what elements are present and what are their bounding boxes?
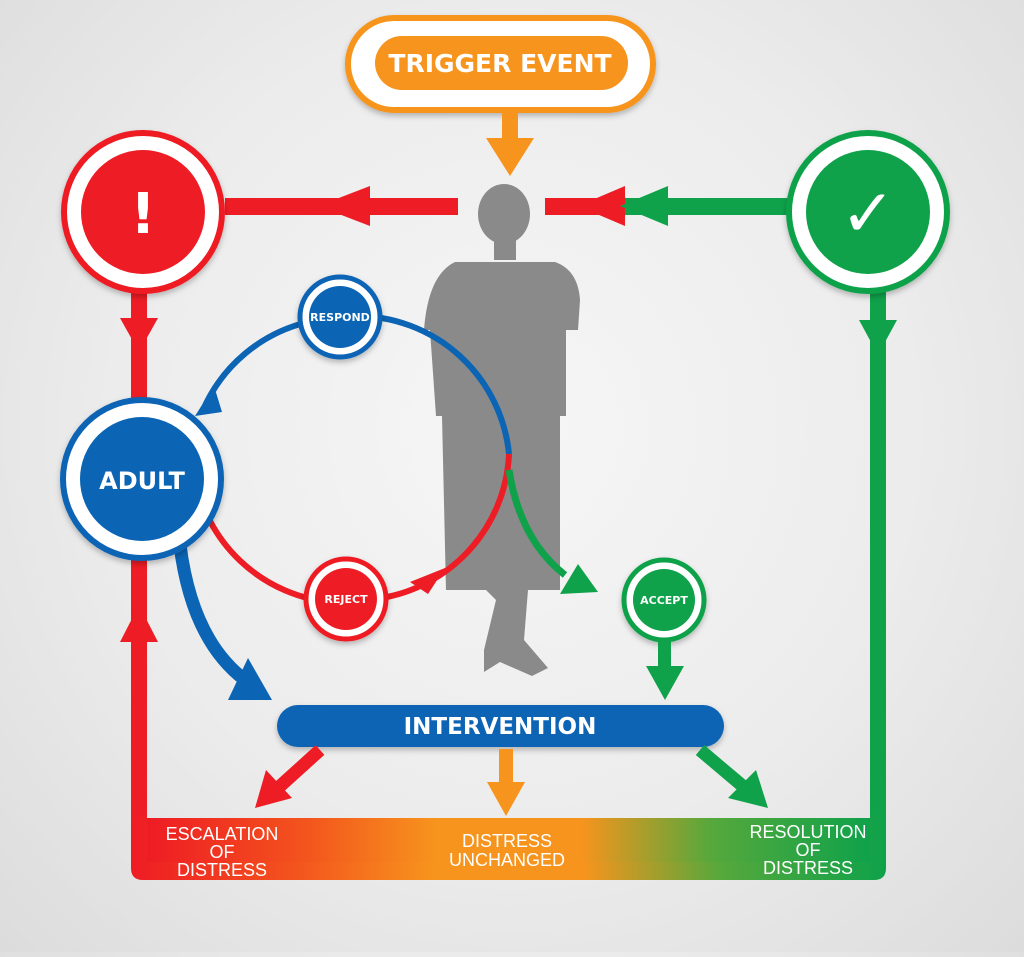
intervention-label: INTERVENTION [404,714,597,740]
reject-node: REJECT [303,556,389,642]
outcome-bar-frame [131,815,886,880]
resolution-arrowhead [728,770,768,808]
person-body [424,262,580,676]
person-head [478,184,530,244]
exclamation-icon: ! [130,182,156,247]
reject-node-core [315,568,377,630]
green-down-line [870,285,886,825]
resolution-label-line-3: DISTRESS [763,858,853,878]
escalation-label-line-3: DISTRESS [177,860,267,880]
accept-arrow-shaft [658,640,671,668]
unchanged-arrowhead [487,782,525,816]
success-node-core [806,150,930,274]
escalation-label-line-2: OF [210,842,235,862]
respond-node: RESPOND [297,274,383,360]
ring-arrowhead-to-reject [410,568,445,594]
escalation-arrowhead [255,770,292,808]
trigger-event: TRIGGER EVENT [345,15,656,176]
trigger-event-label: TRIGGER EVENT [388,49,611,78]
unchanged-arrow-shaft [499,749,513,784]
respond-node-core [309,286,371,348]
outcome-bar: ESCALATION OF DISTRESS DISTRESS UNCHANGE… [131,815,886,880]
trigger-arrow-shaft [502,110,518,140]
ring-segment-respond-right [356,313,512,455]
red-left-arrowhead [318,186,370,226]
person-silhouette [424,184,580,676]
respond-node-label: RESPOND [310,311,370,324]
red-feedback-loop [120,186,625,825]
warning-node-core [81,150,205,274]
ring-segment-reject-right [386,453,512,600]
success-node: ✓ [786,130,950,294]
unchanged-label-line-2: UNCHANGED [449,850,565,870]
outcome-bar-fill [147,818,870,862]
unchanged-label-line-1: DISTRESS [462,831,552,851]
green-curve-to-accept [505,469,568,578]
accept-node-core [633,569,695,631]
escalation-label-line-1: ESCALATION [166,824,279,844]
checkmark-icon: ✓ [840,175,895,252]
escalation-arrow-shaft [273,745,325,793]
green-feedback-loop [620,186,897,825]
red-down-arrowhead [120,318,158,352]
intervention-bar [277,705,724,747]
accept-arrowhead-down [646,666,684,700]
warning-node: ! [61,130,225,294]
person-neck [494,238,516,260]
accept-node: ACCEPT [621,557,707,700]
adult-arrow-shaft [173,544,250,686]
green-down-arrowhead [859,320,897,355]
resolution-label-line-2: OF [796,840,821,860]
intervention: INTERVENTION [255,705,768,816]
green-left-arrowhead [620,186,668,226]
red-up-line [131,555,147,825]
reject-node-label: REJECT [324,593,368,606]
adult-node-core [80,417,204,541]
red-left-arrowhead-2 [578,186,625,226]
adult-node: ADULT [60,397,272,700]
trigger-arrowhead [486,138,534,176]
adult-node-label: ADULT [99,467,185,495]
resolution-label-line-1: RESOLUTION [749,822,866,842]
ring-arrowhead-to-respond [195,386,222,416]
trigger-event-pill [375,36,628,90]
adult-arrowhead [228,658,272,700]
resolution-arrow-shaft [695,745,750,793]
accept-arrowhead [560,564,598,594]
red-up-arrowhead [120,605,158,642]
ring-segment-respond-left [200,319,309,412]
accept-node-label: ACCEPT [640,594,688,607]
